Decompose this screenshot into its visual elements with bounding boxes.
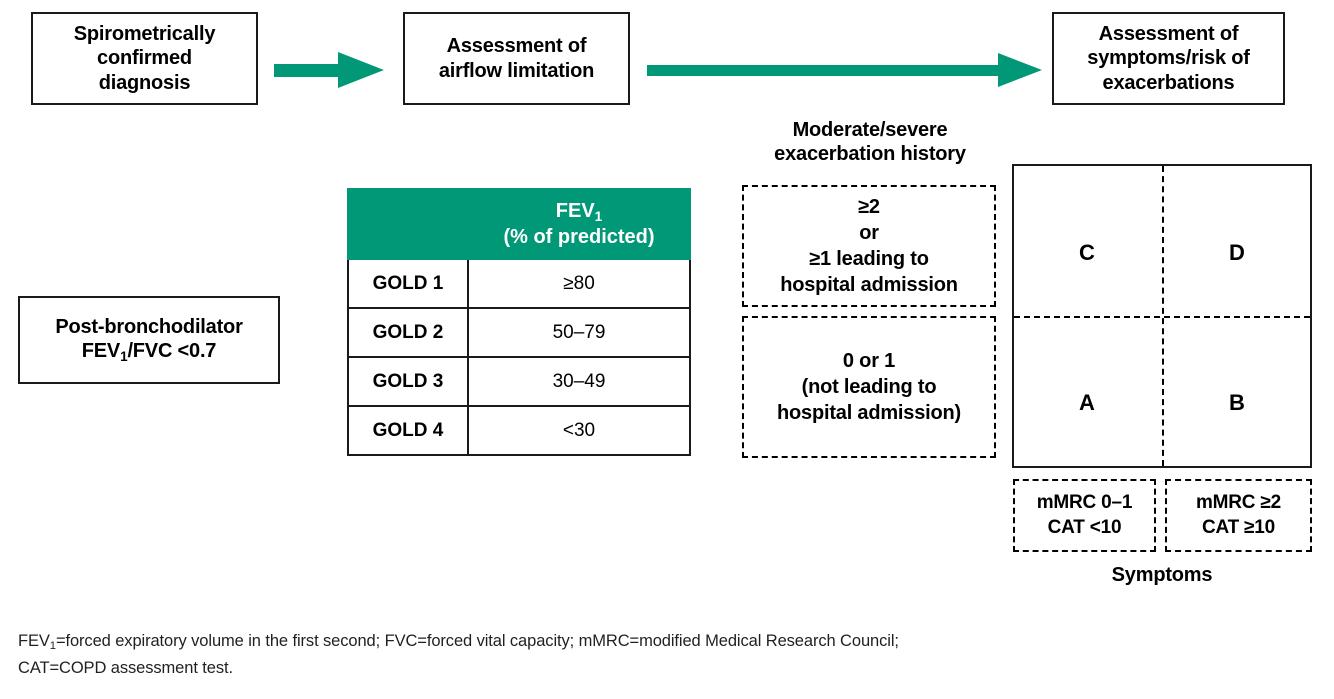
symptoms-low-box: mMRC 0–1 CAT <10 — [1013, 479, 1156, 552]
abcd-quadrant-grid — [1012, 164, 1312, 468]
arrow-right-icon-2 — [647, 52, 1061, 88]
criteria-line1: Post-bronchodilator — [55, 315, 243, 338]
gold-grade-label-2: GOLD 2 — [347, 307, 469, 358]
exacerbation-heading-line1: Moderate/severe — [792, 119, 948, 141]
exacerbation-low-line1: 0 or 1 — [842, 350, 896, 372]
step2-line1: Assessment of — [446, 35, 587, 58]
box-assessment-of-airflow-limitation: Assessment of airflow limitation — [403, 12, 630, 105]
box-spirometrically-confirmed-diagnosis-label: Spirometrically confirmed diagnosis — [74, 22, 216, 95]
gold-table-header-blank — [347, 188, 469, 260]
box-assessment-of-symptoms-risk-label: Assessment of symptoms/risk of exacerbat… — [1087, 22, 1250, 95]
symptoms-high-line1: mMRC ≥2 — [1195, 491, 1282, 513]
footnote-fev-text: FEV — [18, 632, 50, 650]
exacerbation-heading-line2: exacerbation history — [774, 143, 966, 166]
criteria-fvc-text: /FVC <0.7 — [127, 340, 217, 362]
exacerbation-high-line1: ≥2 — [858, 196, 880, 218]
criteria-fev-text: FEV — [81, 340, 121, 362]
gold-grade-value-4: <30 — [467, 405, 691, 456]
box-assessment-of-airflow-limitation-label: Assessment of airflow limitation — [439, 34, 594, 83]
box-spirometrically-confirmed-diagnosis: Spirometrically confirmed diagnosis — [31, 12, 258, 105]
exacerbation-high-risk-label: ≥2 or ≥1 leading to hospital admission — [780, 194, 958, 298]
gold-table-body: GOLD 1 ≥80 GOLD 2 50–79 GOLD 3 30–49 GOL… — [347, 258, 691, 456]
exacerbation-high-line2: or — [859, 222, 879, 244]
footnote: FEV1=forced expiratory volume in the fir… — [18, 629, 1308, 681]
symptoms-low-line2: CAT <10 — [1047, 516, 1122, 538]
quadrant-a-label: A — [1079, 390, 1095, 415]
exacerbation-history-heading: Moderate/severe exacerbation history — [722, 118, 1018, 167]
symptoms-high-line2: CAT ≥10 — [1201, 516, 1276, 538]
symptoms-low-line1: mMRC 0–1 — [1036, 491, 1133, 513]
criteria-fev-subscript: 1 — [120, 348, 128, 364]
step1-line2: confirmed — [97, 47, 192, 70]
step2-line2: airflow limitation — [438, 59, 595, 82]
box-post-bronchodilator-criteria: Post-bronchodilator FEV1/FVC <0.7 — [18, 296, 280, 384]
exacerbation-low-risk-box: 0 or 1 (not leading to hospital admissio… — [742, 316, 996, 458]
exacerbation-high-line4: hospital admission — [780, 274, 958, 296]
symptoms-axis-label: Symptoms — [1111, 564, 1213, 586]
step1-line3: diagnosis — [98, 71, 191, 94]
gold-table-header-fev1: FEV1 (% of predicted) — [467, 188, 691, 260]
arrow-right-icon-1 — [274, 52, 384, 88]
step3-line1: Assessment of — [1098, 22, 1239, 45]
gold-grade-label-1: GOLD 1 — [347, 258, 469, 309]
symptoms-high-box: mMRC ≥2 CAT ≥10 — [1165, 479, 1312, 552]
table-row: GOLD 4 <30 — [347, 405, 691, 456]
criteria-line2: FEV1/FVC <0.7 — [55, 339, 242, 365]
box-assessment-of-symptoms-risk: Assessment of symptoms/risk of exacerbat… — [1052, 12, 1285, 105]
exacerbation-low-line3: hospital admission) — [776, 402, 961, 424]
gold-header-line1: FEV1 — [469, 199, 689, 225]
gold-grade-value-2: 50–79 — [467, 307, 691, 358]
quadrant-d-label: D — [1229, 240, 1245, 265]
gold-header-line2: (% of predicted) — [503, 226, 655, 249]
gold-header-fev-subscript: 1 — [594, 208, 603, 224]
grid-horizontal-divider — [1014, 316, 1310, 318]
symptoms-high-label: mMRC ≥2 CAT ≥10 — [1196, 491, 1281, 540]
step3-line2: symptoms/risk of — [1087, 47, 1250, 70]
exacerbation-high-line3: ≥1 leading to — [809, 248, 929, 270]
symptoms-low-label: mMRC 0–1 CAT <10 — [1037, 491, 1133, 540]
step1-line1: Spirometrically — [73, 22, 216, 45]
table-row: GOLD 3 30–49 — [347, 356, 691, 407]
gold-header-fev-text: FEV — [555, 199, 595, 222]
table-row: GOLD 2 50–79 — [347, 307, 691, 358]
exacerbation-low-risk-label: 0 or 1 (not leading to hospital admissio… — [777, 348, 961, 426]
box-post-bronchodilator-criteria-label: Post-bronchodilator FEV1/FVC <0.7 — [55, 315, 243, 366]
gold-grade-table: FEV1 (% of predicted) GOLD 1 ≥80 GOLD 2 … — [347, 188, 691, 456]
table-row: GOLD 1 ≥80 — [347, 258, 691, 309]
footnote-line1-rest: =forced expiratory volume in the first s… — [55, 632, 899, 650]
footnote-fev-subscript: 1 — [49, 640, 56, 653]
exacerbation-high-risk-box: ≥2 or ≥1 leading to hospital admission — [742, 185, 996, 307]
gold-table-header-row: FEV1 (% of predicted) — [347, 188, 691, 260]
quadrant-c-label: C — [1079, 240, 1095, 265]
footnote-line1: FEV1=forced expiratory volume in the fir… — [18, 629, 1308, 656]
gold-grade-label-3: GOLD 3 — [347, 356, 469, 407]
gold-grade-value-3: 30–49 — [467, 356, 691, 407]
gold-grade-value-1: ≥80 — [467, 258, 691, 309]
step3-line3: exacerbations — [1102, 71, 1235, 94]
gold-grade-label-4: GOLD 4 — [347, 405, 469, 456]
exacerbation-low-line2: (not leading to — [801, 376, 937, 398]
footnote-line2: CAT=COPD assessment test. — [18, 658, 233, 677]
quadrant-b-label: B — [1229, 390, 1245, 415]
